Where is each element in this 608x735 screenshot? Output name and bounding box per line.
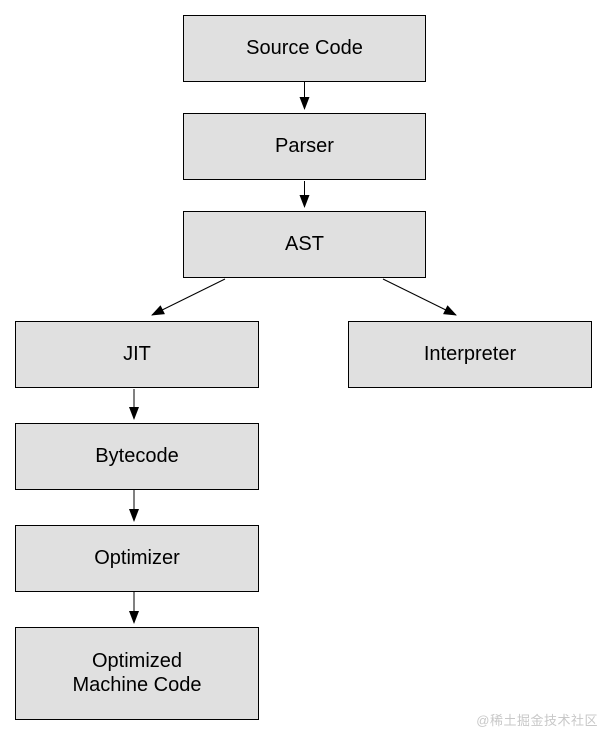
node-bytecode: Bytecode bbox=[15, 423, 259, 490]
node-ast: AST bbox=[183, 211, 426, 278]
node-label: Source Code bbox=[246, 36, 363, 59]
node-label: Optimizer bbox=[94, 546, 180, 569]
node-label: Optimized Machine Code bbox=[72, 649, 202, 696]
watermark-text: @稀土掘金技术社区 bbox=[476, 713, 598, 728]
node-source-code: Source Code bbox=[183, 15, 426, 82]
node-label: JIT bbox=[123, 342, 151, 365]
node-parser: Parser bbox=[183, 113, 426, 180]
node-label: Bytecode bbox=[95, 444, 179, 467]
node-optimized-machine-code: Optimized Machine Code bbox=[15, 627, 259, 720]
node-label: AST bbox=[285, 232, 324, 255]
edge-ast-interpreter bbox=[382, 278, 457, 316]
node-jit: JIT bbox=[15, 321, 259, 388]
node-interpreter: Interpreter bbox=[348, 321, 592, 388]
node-optimizer: Optimizer bbox=[15, 525, 259, 592]
edge-ast-jit bbox=[151, 278, 226, 316]
node-label: Parser bbox=[275, 134, 334, 157]
node-label: Interpreter bbox=[423, 342, 517, 365]
